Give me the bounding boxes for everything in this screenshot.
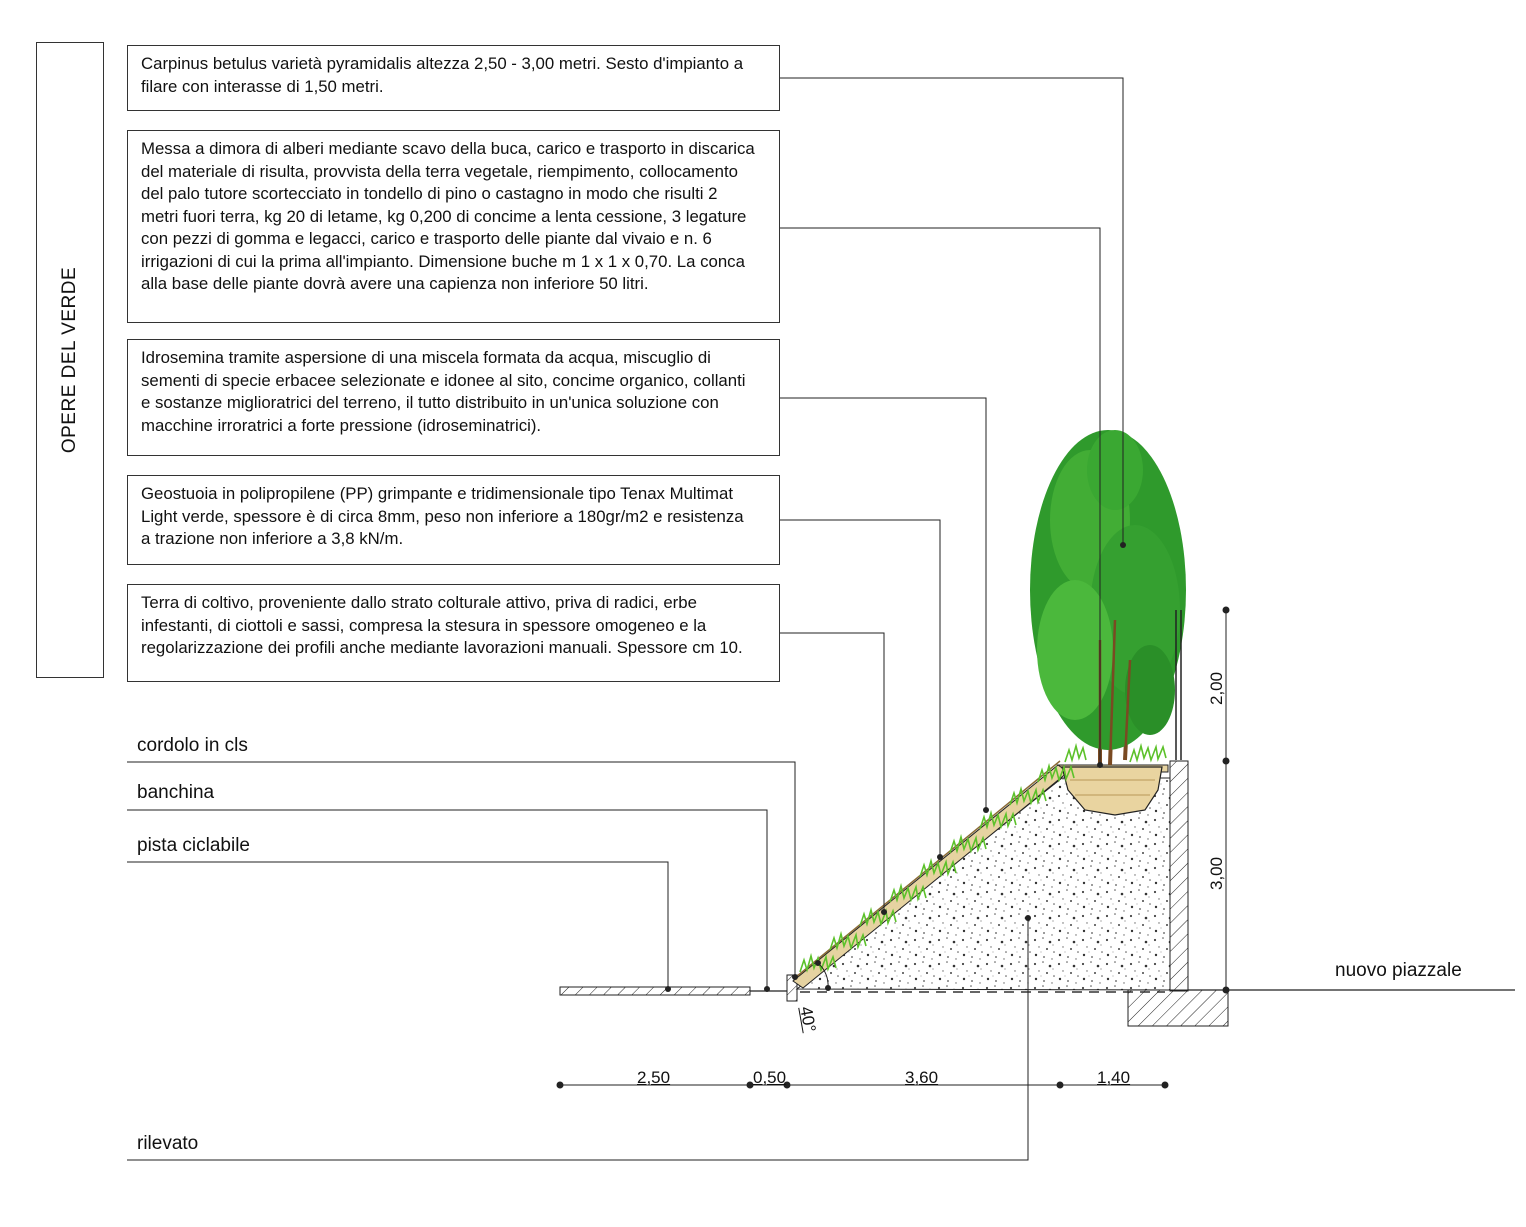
label-nuovo-piazzale: nuovo piazzale [1335,960,1462,981]
note-carpinus: Carpinus betulus varietà pyramidalis alt… [127,45,780,111]
cordolo-block [786,974,798,1002]
dim-0-50: 0,50 [753,1068,787,1087]
note-terra-coltivo: Terra di coltivo, proveniente dallo stra… [127,584,780,682]
pista-ciclabile-slab [559,986,751,996]
note-geostuoia: Geostuoia in polipropilene (PP) grimpant… [127,475,780,565]
retaining-wall [1169,760,1189,992]
leader-lines [127,77,1124,1161]
wall-foundation [1127,989,1229,1027]
note-idrosemina: Idrosemina tramite aspersione di una mis… [127,339,780,456]
plant-pit [1061,766,1163,816]
label-rilevato: rilevato [137,1133,199,1154]
dim-3-60: 3,60 [905,1068,939,1087]
angle-40: 40° [796,1005,820,1034]
label-banchina: banchina [137,782,215,803]
grass [799,742,1167,973]
label-cordolo: cordolo in cls [137,735,248,756]
tree [1030,430,1186,766]
dim-1-40: 1,40 [1097,1068,1131,1087]
label-pista-ciclabile: pista ciclabile [137,835,250,856]
dim-2-50: 2,50 [637,1068,671,1087]
dim-2-00: 2,00 [1207,671,1226,705]
section-title-box: OPERE DEL VERDE [36,42,104,678]
note-messa-a-dimora: Messa a dimora di alberi mediante scavo … [127,130,780,323]
dim-3-00: 3,00 [1207,856,1226,890]
